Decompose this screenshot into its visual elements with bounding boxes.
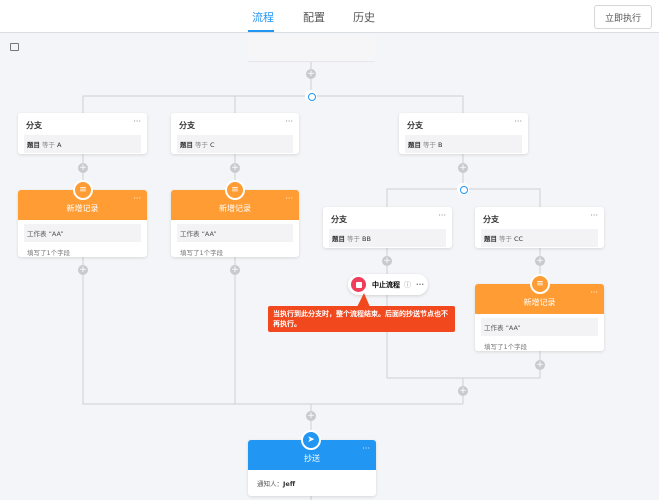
add-node-button[interactable]: + xyxy=(230,163,240,173)
record-sheet: 工作表 “AA” xyxy=(177,224,293,242)
stop-flow-label: 中止流程 xyxy=(372,280,400,289)
more-icon[interactable]: ··· xyxy=(133,194,141,203)
condition-value: C xyxy=(210,141,215,149)
branch-title: 分支 xyxy=(179,121,195,130)
more-icon[interactable]: ··· xyxy=(416,280,424,289)
condition-op: 等于 xyxy=(195,141,208,149)
add-record-icon: ≡ xyxy=(530,274,550,294)
trigger-node-faded[interactable] xyxy=(248,35,375,62)
more-icon[interactable]: ··· xyxy=(285,117,293,126)
add-record-title: 新增记录 xyxy=(18,190,147,220)
add-node-button[interactable]: + xyxy=(306,69,316,79)
more-icon[interactable]: ··· xyxy=(590,288,598,297)
add-node-button[interactable]: + xyxy=(458,386,468,396)
info-icon[interactable]: ⓘ xyxy=(404,280,411,289)
condition-op: 等于 xyxy=(347,235,360,243)
add-record-card[interactable]: 新增记录··· 工作表 “AA” 填写了1个字段 xyxy=(18,190,147,257)
condition-op: 等于 xyxy=(42,141,55,149)
branch-title: 分支 xyxy=(483,215,499,224)
condition-value: CC xyxy=(514,235,524,243)
more-icon[interactable]: ··· xyxy=(514,117,522,126)
add-record-icon: ≡ xyxy=(225,180,245,200)
more-icon[interactable]: ··· xyxy=(590,211,598,220)
condition-value: BB xyxy=(362,235,371,243)
add-node-button[interactable]: + xyxy=(306,411,316,421)
more-icon[interactable]: ··· xyxy=(362,444,370,453)
branch-title: 分支 xyxy=(331,215,347,224)
branch-title: 分支 xyxy=(26,121,42,130)
condition-field: 题目 xyxy=(484,235,497,243)
branch-node-icon[interactable] xyxy=(457,183,469,195)
stop-flow-tooltip: 当执行到此分支时，整个流程结束。后面的抄送节点也不再执行。 xyxy=(268,306,455,332)
more-icon[interactable]: ··· xyxy=(133,117,141,126)
tab-history[interactable]: 历史 xyxy=(353,11,375,24)
record-fields: 填写了1个字段 xyxy=(27,249,71,257)
record-sheet: 工作表 “AA” xyxy=(24,224,141,242)
tooltip-arrow xyxy=(357,293,370,307)
top-bar: 流程 配置 历史 立即执行 xyxy=(0,0,659,33)
add-record-card[interactable]: 新增记录··· 工作表 “AA” 填写了1个字段 xyxy=(171,190,299,257)
record-fields: 填写了1个字段 xyxy=(484,343,528,351)
condition-value: A xyxy=(57,141,62,149)
active-tab-indicator xyxy=(248,30,274,32)
run-now-button[interactable]: 立即执行 xyxy=(594,5,652,29)
condition-field: 题目 xyxy=(180,141,193,149)
add-record-card[interactable]: 新增记录··· 工作表 “AA” 填写了1个字段 xyxy=(475,284,604,351)
record-fields: 填写了1个字段 xyxy=(180,249,224,257)
tab-flow[interactable]: 流程 xyxy=(252,11,274,24)
record-sheet: 工作表 “AA” xyxy=(481,318,598,336)
stop-icon xyxy=(351,277,366,292)
condition-value: B xyxy=(438,141,443,149)
more-icon[interactable]: ··· xyxy=(285,194,293,203)
condition-field: 题目 xyxy=(27,141,40,149)
add-node-button[interactable]: + xyxy=(78,163,88,173)
send-icon: ➤ xyxy=(301,430,321,450)
stop-flow-node[interactable]: 中止流程 ⓘ ··· xyxy=(348,274,428,295)
branch-title: 分支 xyxy=(407,121,423,130)
branch-node-icon[interactable] xyxy=(305,90,317,102)
add-node-button[interactable]: + xyxy=(458,163,468,173)
add-node-button[interactable]: + xyxy=(78,265,88,275)
condition-op: 等于 xyxy=(499,235,512,243)
condition-field: 题目 xyxy=(408,141,421,149)
notify-label: 通知人： xyxy=(257,480,283,488)
add-node-button[interactable]: + xyxy=(230,265,240,275)
add-record-icon: ≡ xyxy=(73,180,93,200)
add-node-button[interactable]: + xyxy=(535,360,545,370)
condition-op: 等于 xyxy=(423,141,436,149)
notify-value: Jeff xyxy=(283,480,296,488)
fit-view-icon[interactable] xyxy=(10,43,19,51)
condition-field: 题目 xyxy=(332,235,345,243)
more-icon[interactable]: ··· xyxy=(438,211,446,220)
add-node-button[interactable]: + xyxy=(382,256,392,266)
add-node-button[interactable]: + xyxy=(535,256,545,266)
tab-config[interactable]: 配置 xyxy=(303,11,325,24)
